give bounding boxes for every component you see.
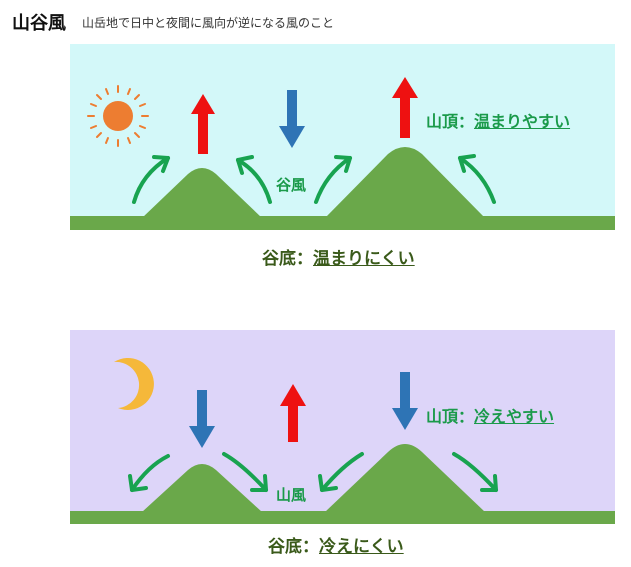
- sinking-air-arrow: [189, 390, 215, 448]
- night-summit-label: 山頂：冷えやすい: [426, 403, 554, 427]
- day-sky: [70, 44, 615, 230]
- upslope-wind-arrow: [236, 155, 272, 204]
- downslope-wind-arrow: [452, 452, 498, 492]
- upslope-wind-arrow: [458, 154, 496, 204]
- night-sky: [70, 330, 615, 524]
- day-summit-label: 山頂：温まりやすい: [426, 108, 570, 132]
- night-panel: 山風 山頂：冷えやすい: [70, 330, 615, 524]
- day-wind-label: 谷風: [276, 176, 307, 194]
- day-valley-caption: 谷底：温まりにくい: [262, 244, 415, 269]
- upslope-wind-arrow: [314, 155, 352, 204]
- page-subtitle: 山岳地で日中と夜間に風向が逆になる風のこと: [82, 16, 335, 30]
- summit-text: 温まりやすい: [474, 112, 571, 131]
- sinking-air-arrow: [279, 90, 305, 148]
- rising-air-arrow: [191, 94, 215, 154]
- upslope-wind-arrow: [132, 155, 170, 204]
- day-panel: 谷風 山頂：温まりやすい: [70, 44, 615, 230]
- sinking-air-arrow: [392, 372, 418, 430]
- valley-text: 冷えにくい: [319, 537, 404, 557]
- downslope-wind-arrow: [128, 454, 170, 492]
- page-title: 山谷風: [12, 13, 66, 34]
- valley-prefix: 谷底：: [268, 537, 319, 557]
- day-ground: [70, 216, 615, 230]
- valley-text: 温まりにくい: [313, 249, 415, 269]
- summit-prefix: 山頂：: [426, 407, 475, 426]
- night-wind-label: 山風: [276, 486, 307, 504]
- summit-text: 冷えやすい: [474, 407, 555, 426]
- downslope-wind-arrow: [222, 452, 268, 492]
- sun-icon: [87, 85, 149, 147]
- right-mountain: [325, 444, 485, 512]
- rising-air-arrow: [392, 77, 418, 138]
- night-valley-caption: 谷底：冷えにくい: [268, 532, 404, 557]
- rising-air-arrow: [280, 384, 306, 442]
- moon-icon: [114, 357, 154, 410]
- day-diagram: [70, 44, 615, 230]
- left-mountain: [142, 464, 262, 512]
- summit-prefix: 山頂：: [426, 112, 475, 131]
- valley-prefix: 谷底：: [262, 249, 313, 269]
- left-mountain: [142, 168, 262, 218]
- night-ground: [70, 511, 615, 524]
- downslope-wind-arrow: [318, 452, 364, 492]
- right-mountain: [325, 147, 485, 218]
- night-diagram: [70, 330, 615, 524]
